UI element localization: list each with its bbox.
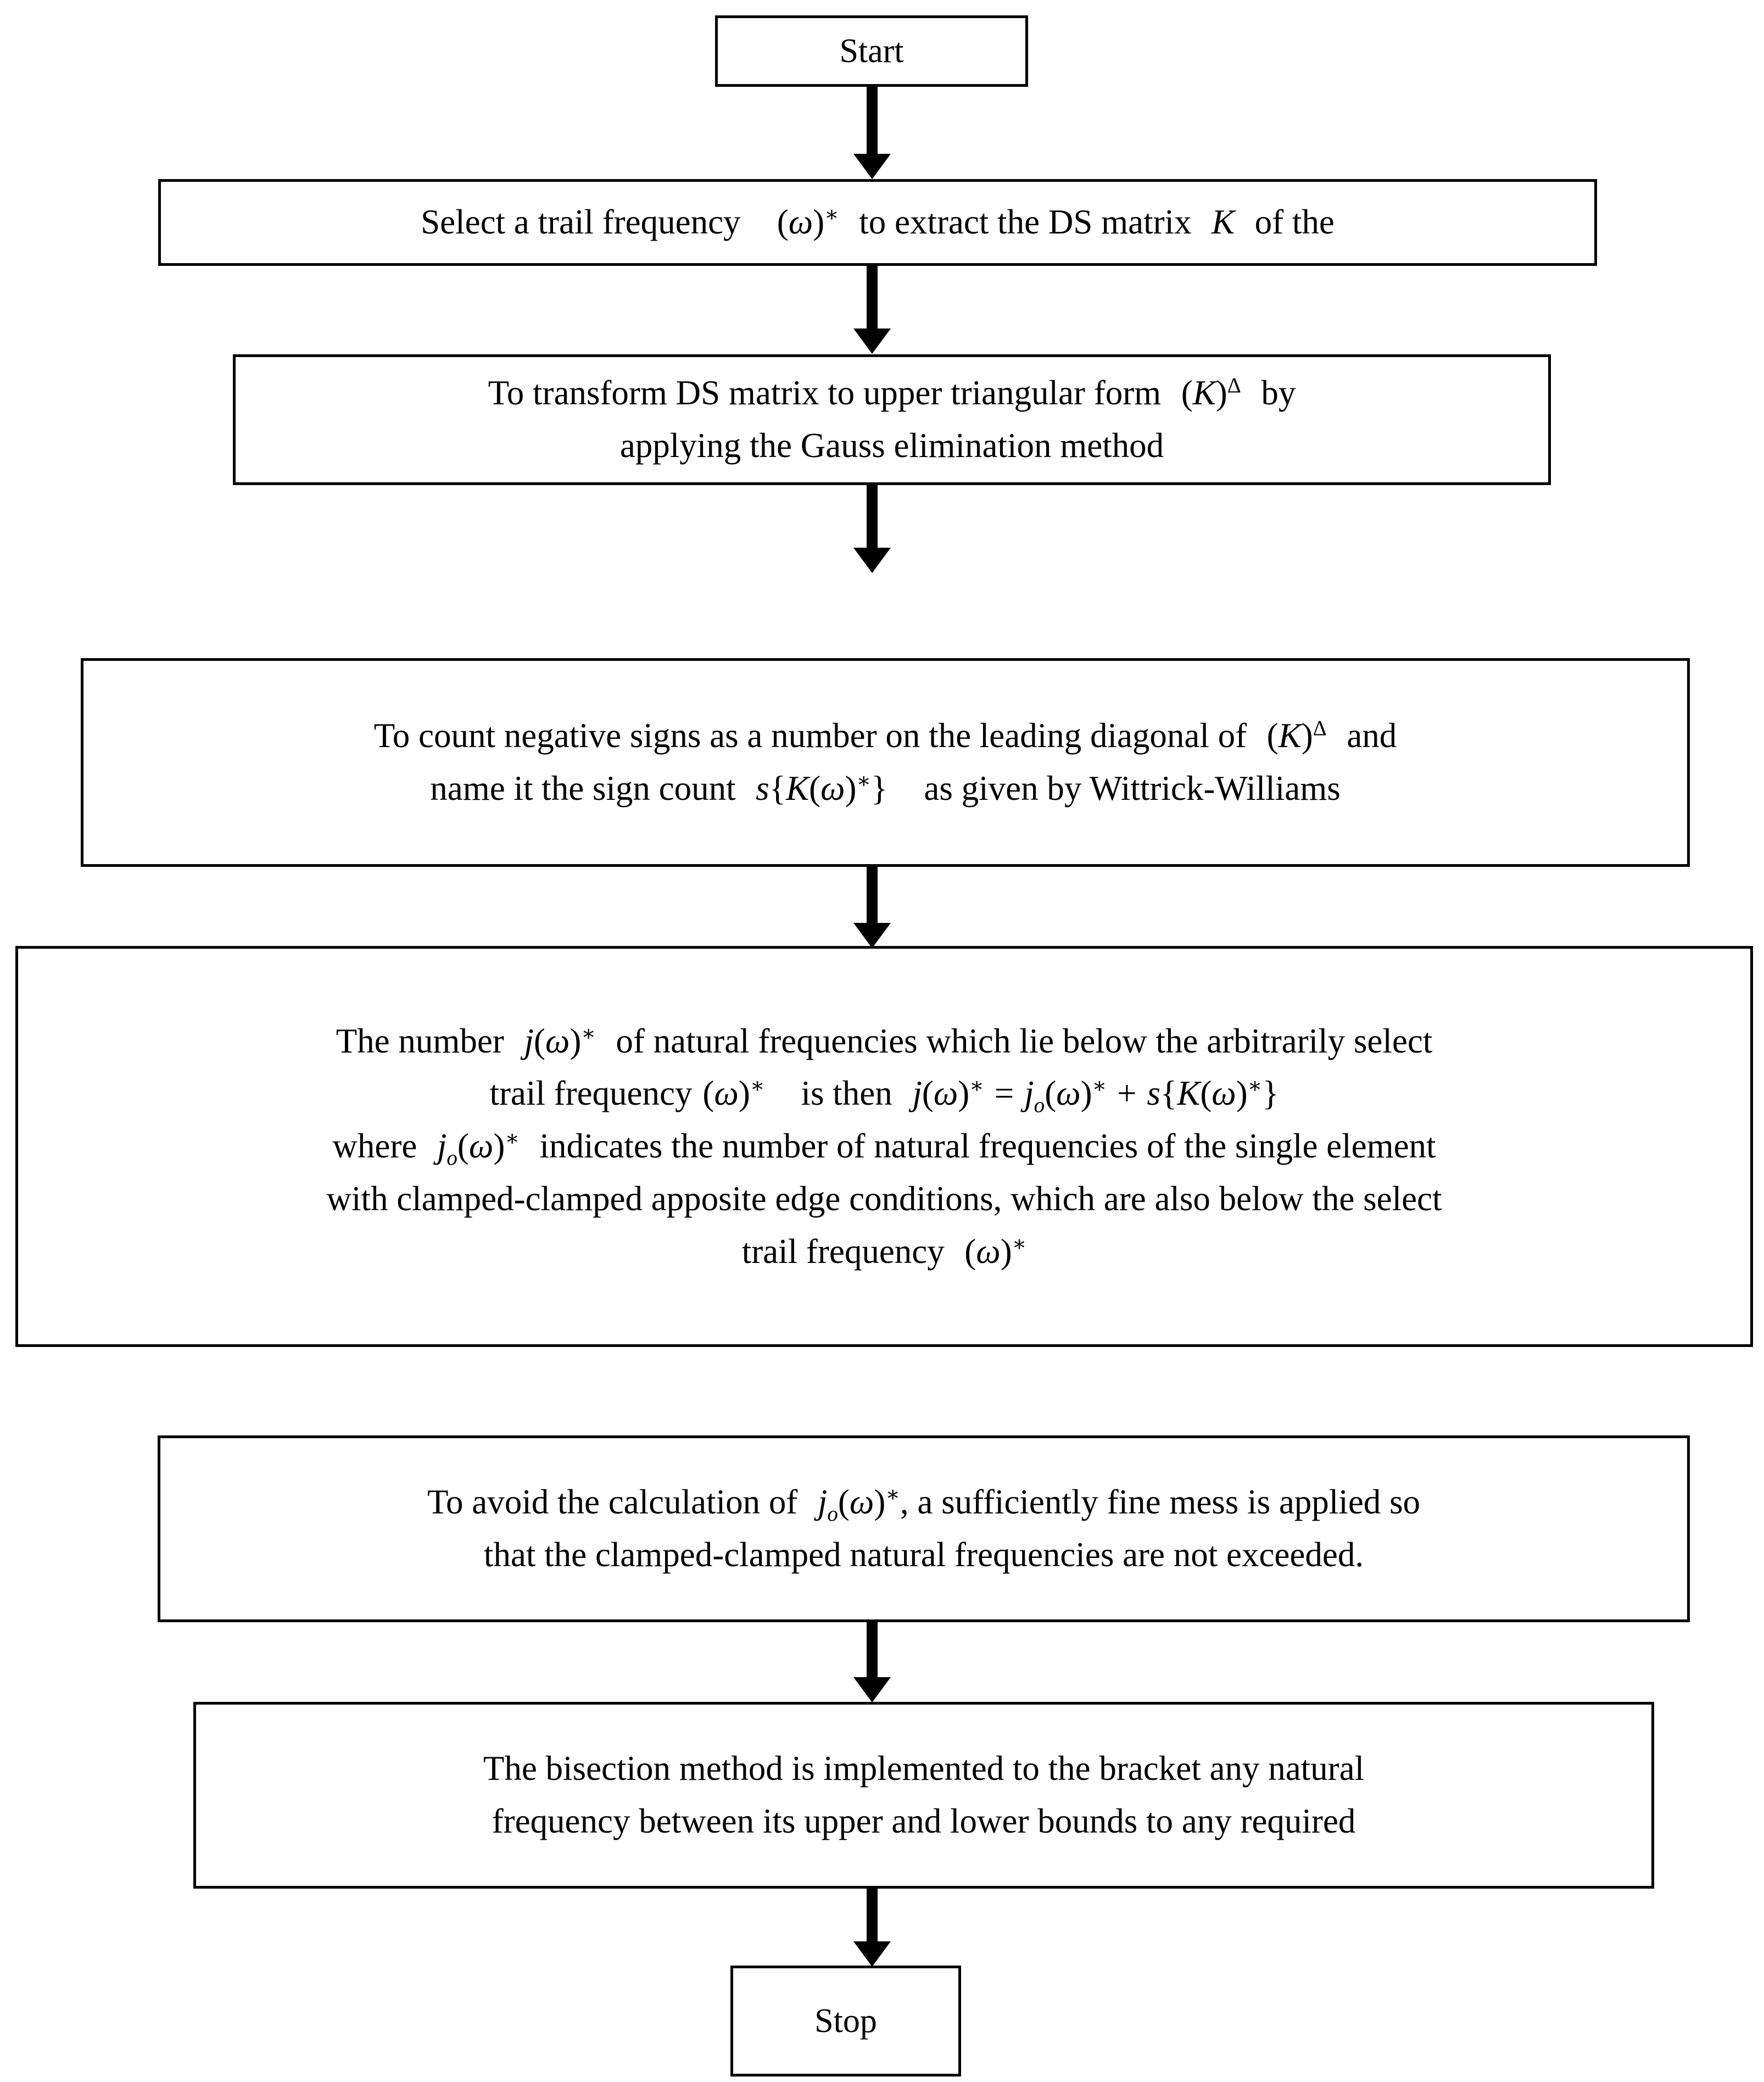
node-line: that the clamped-clamped natural frequen… — [483, 1535, 1364, 1574]
connector-start-to-select — [845, 87, 900, 179]
connector-bisection-to-stop — [845, 1889, 900, 1967]
arrow-head — [853, 1677, 891, 1702]
node-select-trail-frequency[interactable]: Select a trail frequency(ω)∗to extract t… — [158, 179, 1597, 266]
arrow-shaft — [867, 867, 878, 923]
node-line: To transform DS matrix to upper triangul… — [488, 374, 1296, 413]
arrow-head — [853, 923, 891, 948]
node-line: frequency between its upper and lower bo… — [492, 1802, 1356, 1840]
connector-count-to-number — [845, 867, 900, 948]
node-transform-upper-triangular[interactable]: To transform DS matrix to upper triangul… — [233, 354, 1551, 485]
arrow-shaft — [867, 1889, 878, 1941]
arrow-head — [853, 1941, 891, 1967]
node-stop-label: Stop — [814, 2002, 877, 2040]
arrow-shaft — [867, 485, 878, 548]
arrow-head — [853, 154, 891, 179]
node-start-label: Start — [839, 32, 904, 70]
node-line: trail frequency(ω)∗ — [741, 1232, 1027, 1271]
arrow-shaft — [867, 1622, 878, 1677]
connector-transform-to-count — [845, 485, 900, 573]
node-line: Select a trail frequency(ω)∗to extract t… — [421, 203, 1335, 242]
node-line: applying the Gauss elimination method — [619, 426, 1164, 465]
node-line: with clamped-clamped apposite edge condi… — [326, 1179, 1442, 1218]
connector-select-to-transform — [845, 266, 900, 354]
arrow-shaft — [867, 266, 878, 329]
arrow-shaft — [867, 87, 878, 154]
node-count-negative-signs[interactable]: To count negative signs as a number on t… — [81, 658, 1690, 867]
node-line: To count negative signs as a number on t… — [373, 716, 1397, 755]
arrow-head — [853, 548, 891, 573]
node-bisection-method[interactable]: The bisection method is implemented to t… — [193, 1702, 1654, 1889]
arrow-head — [853, 329, 891, 354]
node-start[interactable]: Start — [715, 15, 1028, 87]
node-line: The bisection method is implemented to t… — [483, 1749, 1365, 1788]
node-stop[interactable]: Stop — [730, 1966, 961, 2077]
connector-avoid-to-bisection — [845, 1622, 900, 1702]
